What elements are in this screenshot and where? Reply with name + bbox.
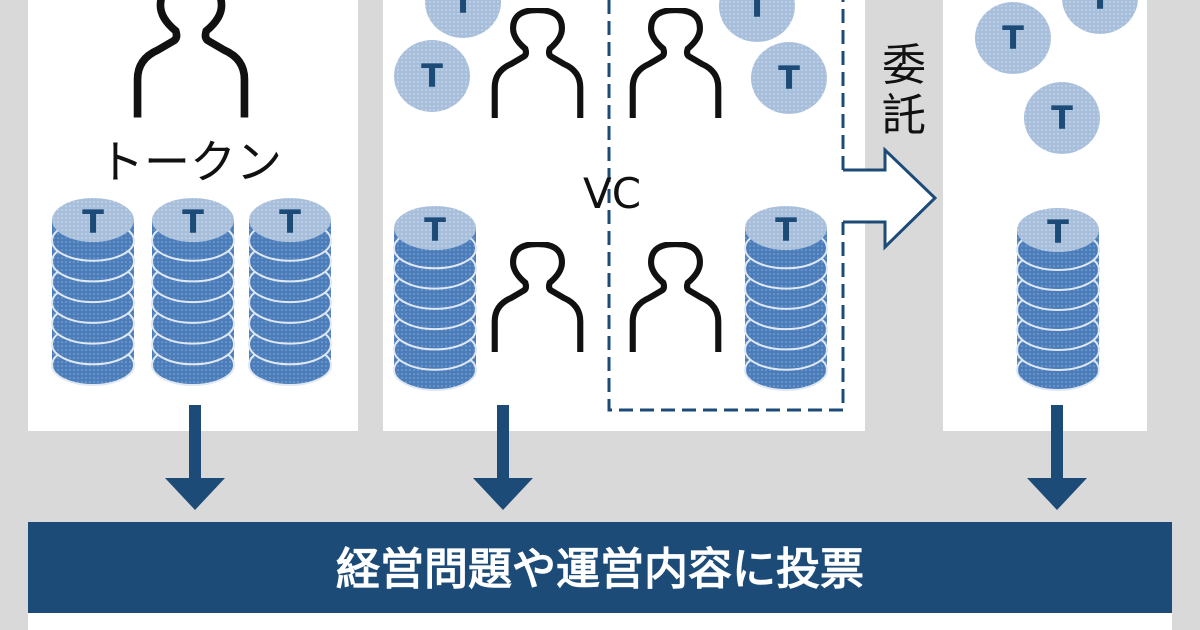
vc-label: VC xyxy=(583,169,641,218)
token-coin-icon: T xyxy=(425,0,501,38)
down-arrows xyxy=(165,405,1087,510)
down-arrow-icon xyxy=(165,405,225,510)
coin-letter: T xyxy=(421,57,443,95)
coin-letter: T xyxy=(279,203,301,241)
bottom-strip xyxy=(28,613,1172,630)
coin-letter: T xyxy=(424,211,446,249)
token-stack-icon: T xyxy=(248,198,332,386)
token-stack-icon: T xyxy=(393,206,477,391)
down-arrow-icon xyxy=(1027,405,1087,510)
token-stack-icon: T xyxy=(51,198,135,386)
token-coin-icon: T xyxy=(394,40,470,112)
token-coin-icon: T xyxy=(1024,82,1100,154)
token-stack-icon: T xyxy=(1016,208,1100,391)
token-coin-icon: T xyxy=(975,2,1051,74)
coin-letter: T xyxy=(1051,99,1073,137)
delegation-arrow-icon xyxy=(843,146,938,251)
token-coin-icon: T xyxy=(1062,0,1138,34)
coin-letter: T xyxy=(1002,19,1024,57)
token-coin-icon: T xyxy=(719,0,795,42)
token-stack-icon: T xyxy=(151,198,235,386)
coin-letter: T xyxy=(452,0,474,21)
delegate-label-1: 委 xyxy=(882,40,926,91)
down-arrow-icon xyxy=(473,405,533,510)
delegate-label-2: 託 xyxy=(882,90,926,141)
coin-letter: T xyxy=(778,59,800,97)
coin-letter: T xyxy=(775,211,797,249)
token-label: トークン xyxy=(98,135,282,189)
coin-letter: T xyxy=(746,0,768,25)
coin-letter: T xyxy=(1089,0,1111,17)
vc-dashed-box xyxy=(607,0,845,412)
coin-letter: T xyxy=(182,203,204,241)
coin-letter: T xyxy=(1047,213,1069,251)
token-coin-icon: T xyxy=(751,42,827,114)
coin-letter: T xyxy=(82,203,104,241)
result-bar xyxy=(28,522,1172,613)
result-bar-label: 経営問題や運営内容に投票 xyxy=(336,544,864,595)
token-stack-icon: T xyxy=(744,206,828,391)
